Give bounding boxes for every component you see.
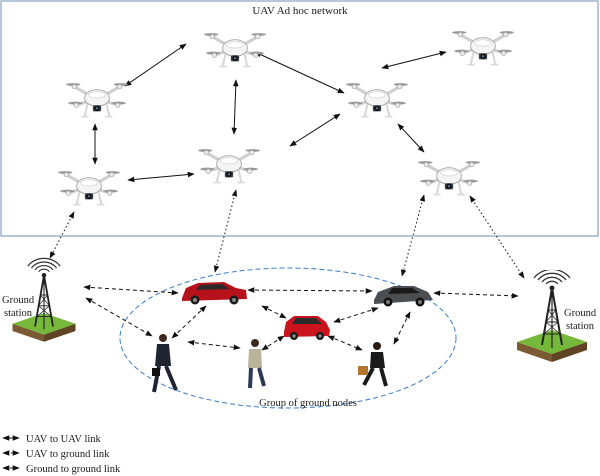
ground-link [261,305,287,319]
uav-ground-link [49,211,75,259]
uav-link [127,171,195,183]
car-icon [284,316,330,340]
ground-group-ellipse [119,267,457,409]
person-icon [152,334,178,393]
ground-station-label-right-2: station [566,321,595,332]
ground-station-label-left-1: Ground [2,295,35,306]
ground-link [85,297,153,337]
uav-ground-link [213,189,238,273]
drone-icon [346,81,408,119]
uav-ground-links [49,189,525,279]
uav-link [397,123,425,153]
legend: UAV to UAV link UAV to ground link Groun… [2,434,121,475]
ground-link [187,339,241,351]
legend-label-uav-ground: UAV to ground link [26,449,110,460]
ground-link [83,284,179,296]
drone-icon [204,31,266,69]
ground-station-label-right-1: Ground [564,308,597,319]
person-icon [248,339,266,389]
uav-ground-link [469,195,525,279]
drone-icon [418,159,480,197]
legend-label-ground-ground: Ground to ground link [26,464,121,475]
drone-icon [198,147,260,185]
uav-link [381,50,447,70]
ground-link [433,290,519,299]
uav-link [231,79,239,135]
legend-label-uav-uav: UAV to UAV link [26,434,102,445]
network-title: UAV Ad hoc network [252,5,348,17]
drone-icon [58,169,120,207]
ground-link [171,305,207,339]
drone-icon [452,29,514,67]
ground-link [393,311,411,345]
uav-link [289,113,341,147]
uav-links [92,43,447,183]
ground-links [83,284,519,351]
ground-link [247,287,373,294]
ground-link [261,335,285,351]
ground-link [333,307,379,323]
uav-link [254,51,345,94]
uav-network-border [0,0,599,237]
car-icon [182,282,247,305]
ground-station-label-left-2: station [4,308,33,319]
drone-icon [66,81,128,119]
uav-link [124,43,187,87]
car-icon [374,286,433,307]
ground-group-label: Group of ground nodes [259,398,357,409]
person-icon [358,342,388,387]
ground-link [327,335,363,351]
